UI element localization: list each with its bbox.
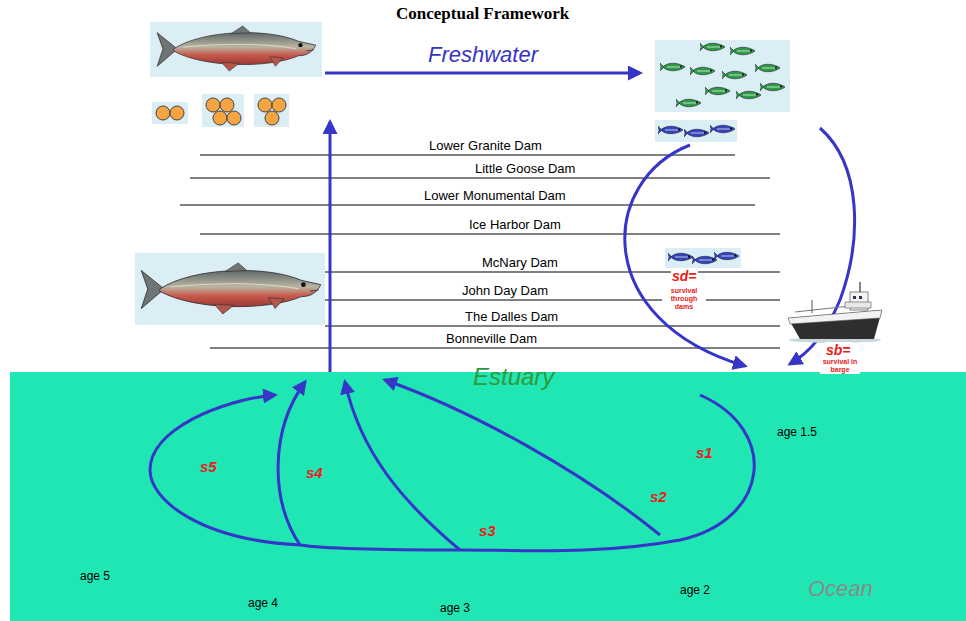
age-label: age 3 [440, 601, 470, 615]
dam-name: Little Goose Dam [475, 161, 575, 176]
diagram-title: Conceptual Framework [396, 4, 569, 24]
age-label: age 5 [80, 569, 110, 583]
survival-symbol: s2 [650, 488, 667, 505]
survival-symbol: sb= [825, 342, 852, 358]
dam-name: Lower Granite Dam [429, 138, 542, 153]
barge [788, 282, 882, 343]
estuary-ocean-band: EstuaryOcean [10, 372, 966, 621]
migration-arrows [325, 73, 855, 372]
dam-name: The Dalles Dam [465, 309, 558, 324]
survival-symbol: sd= [671, 268, 698, 284]
dam-name: Ice Harbor Dam [469, 217, 561, 232]
region-label: Freshwater [428, 42, 538, 68]
juvenile-fish [655, 40, 790, 268]
survival-symbol: s5 [200, 458, 217, 475]
dam-name: Bonneville Dam [446, 331, 537, 346]
dam-name: Lower Monumental Dam [424, 188, 566, 203]
survival-note: survival through dams [662, 287, 706, 311]
region-label: Ocean [808, 576, 873, 602]
dam-name: McNary Dam [482, 255, 558, 270]
survival-symbol: s4 [306, 464, 323, 481]
age-label: age 2 [680, 583, 710, 597]
survival-symbol: s1 [696, 444, 713, 461]
survival-symbol: s3 [479, 522, 496, 539]
returning-salmon [135, 253, 325, 325]
adult-salmon [150, 22, 322, 77]
dam-name: John Day Dam [462, 283, 548, 298]
eggs [152, 94, 289, 127]
survival-note: survival in barge [820, 358, 860, 374]
age-label: age 4 [248, 596, 278, 610]
region-label: Estuary [473, 363, 554, 390]
age-label: age 1.5 [777, 425, 817, 439]
